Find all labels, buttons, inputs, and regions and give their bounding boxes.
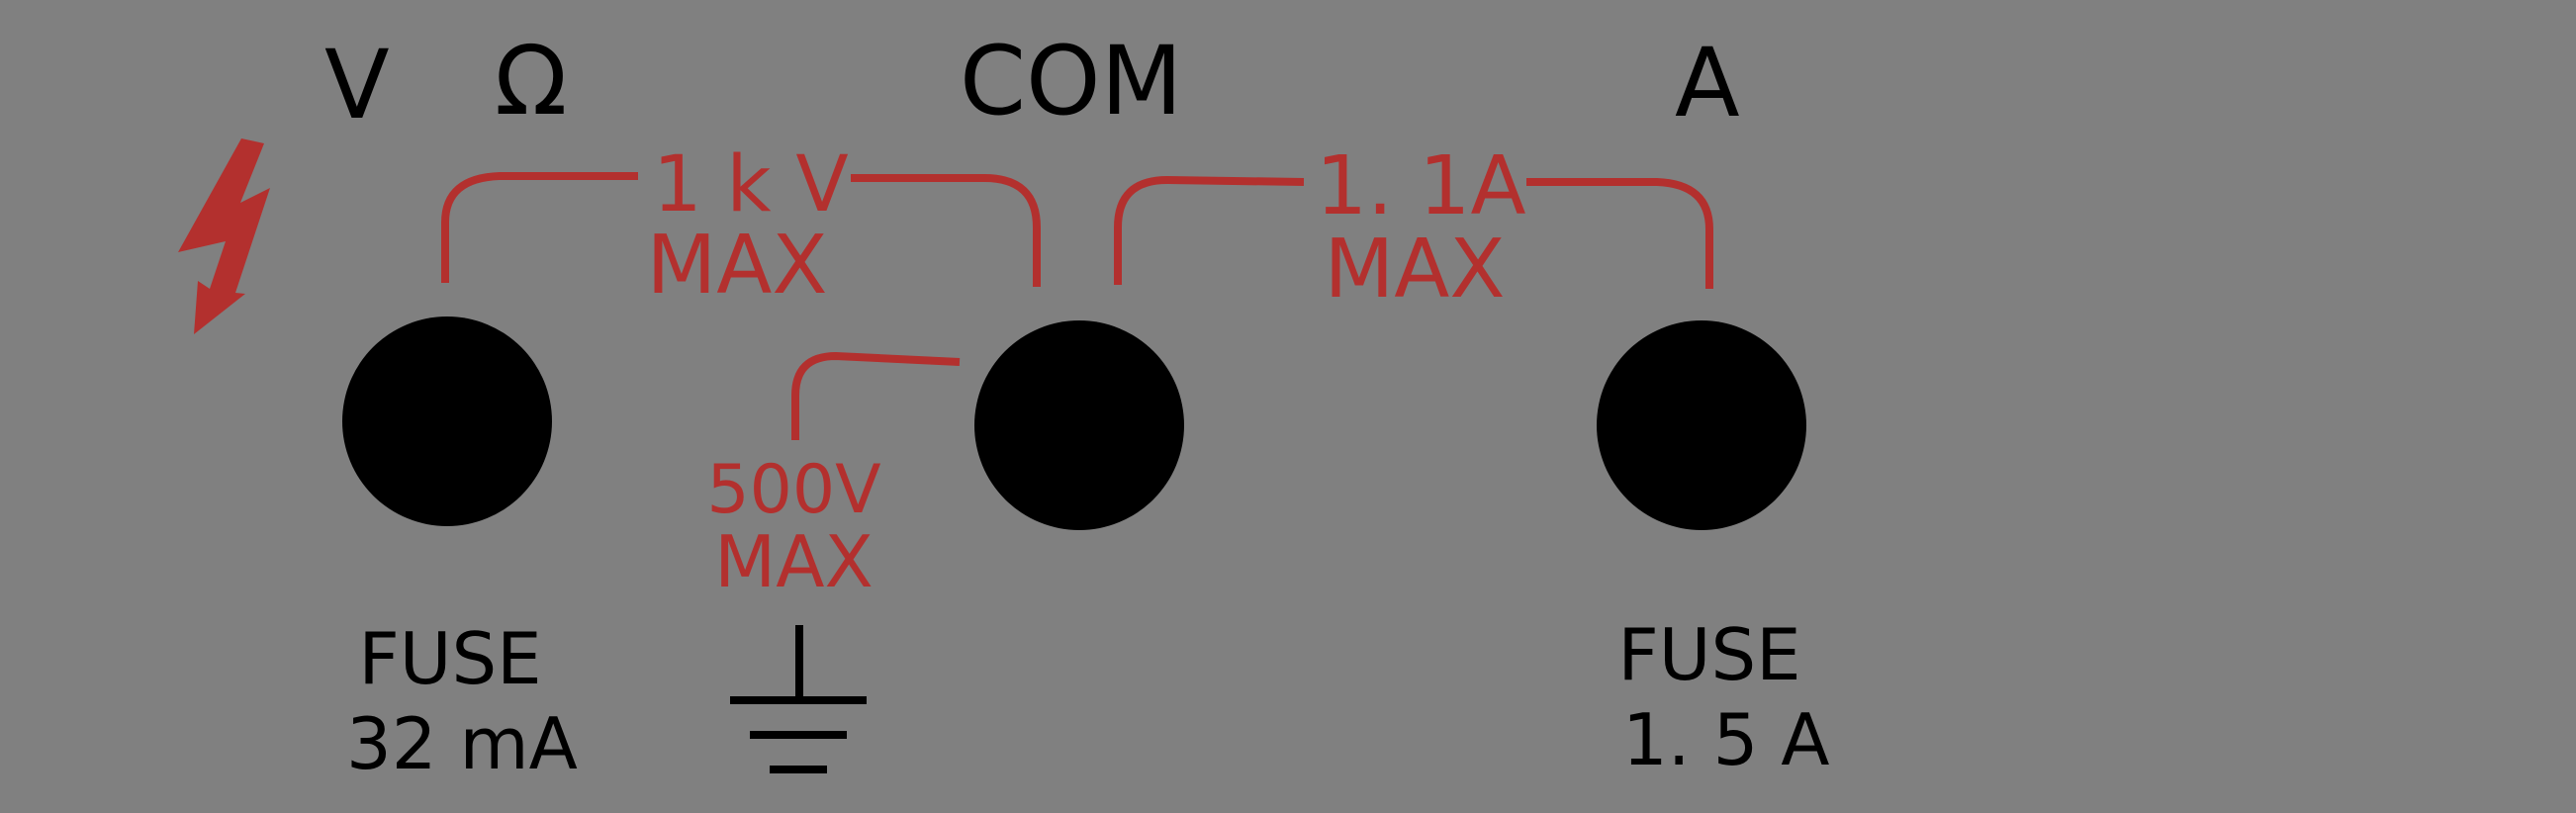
fuse-right-line1: FUSE [1617, 613, 1801, 696]
current-bracket [1114, 175, 1713, 289]
fuse-right-line2: 1. 5 A [1622, 698, 1830, 781]
fuse-left-line2: 32 mA [346, 702, 578, 785]
v-ohm-input-jack[interactable] [342, 316, 552, 526]
acom-rating-line2: MAX [1324, 223, 1506, 316]
ground-rating-line2: MAX [714, 520, 874, 603]
acom-rating-line1: 1. 1A [1316, 139, 1526, 233]
high-voltage-lightning-icon [178, 138, 270, 334]
terminal-label-v: V [324, 30, 390, 140]
terminal-label-a: A [1675, 28, 1740, 138]
ground-symbol-icon [730, 625, 867, 773]
vcom-rating-line2: MAX [646, 219, 828, 313]
fuse-left-line1: FUSE [358, 617, 542, 700]
a-input-jack[interactable] [1597, 320, 1806, 530]
voltage-bracket [441, 172, 1041, 287]
ground-bracket [791, 351, 961, 440]
terminal-label-com: COM [960, 26, 1183, 136]
terminal-label-ohm: Ω [495, 26, 568, 136]
com-input-jack[interactable] [974, 320, 1184, 530]
ground-rating-line1: 500V [706, 451, 881, 529]
vcom-rating-line1: 1 k V [653, 140, 849, 229]
